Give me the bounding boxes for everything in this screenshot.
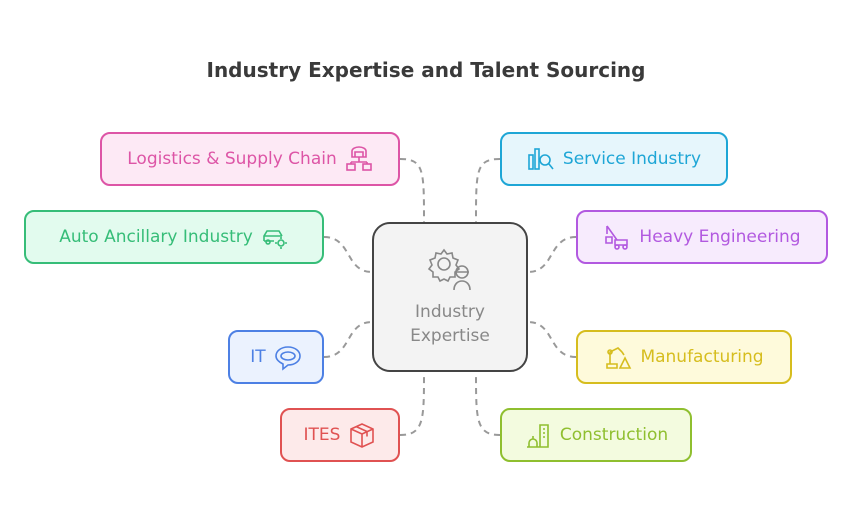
node-label: IT [250,347,266,367]
warehouse-network-icon [345,146,372,171]
node-label: Heavy Engineering [639,227,801,247]
connector-it [323,321,373,358]
node-construction: Construction [500,408,692,462]
gear-worker-icon [427,248,471,291]
connector-auto [323,236,373,273]
node-auto-ancillary-industry: Auto Ancillary Industry [24,210,324,264]
node-service-industry: Service Industry [500,132,728,186]
speech-bubble-icon [274,346,301,371]
connector-heavy [527,236,577,273]
connector-construction [475,371,501,436]
node-label: Service Industry [562,149,702,169]
node-logistics-supply-chain: Logistics & Supply Chain [100,132,400,186]
robot-arm-icon [606,347,632,369]
diagram-title: Industry Expertise and Talent Sourcing [206,58,646,82]
node-ites: ITES [280,408,400,462]
node-heavy-engineering: Heavy Engineering [576,210,828,264]
node-label: Logistics & Supply Chain [127,149,337,169]
node-label: Construction [559,425,669,445]
center-label-line1: Industry [415,302,485,322]
box-icon [350,423,375,448]
node-it: IT [228,330,324,384]
node-label: Manufacturing [640,347,764,367]
center-node-industry-expertise: Industry Expertise [372,222,528,372]
connector-manufacturing [527,321,577,358]
crane-icon [605,225,629,250]
node-label: ITES [303,425,341,445]
connector-service [475,158,501,223]
connector-logistics [399,158,425,223]
node-manufacturing: Manufacturing [576,330,792,384]
chart-search-icon [528,148,554,170]
node-label: Auto Ancillary Industry [59,227,253,247]
building-crane-icon [526,424,549,448]
car-gear-icon [262,230,287,249]
center-label-line2: Expertise [410,326,490,346]
connector-ites [399,371,425,436]
